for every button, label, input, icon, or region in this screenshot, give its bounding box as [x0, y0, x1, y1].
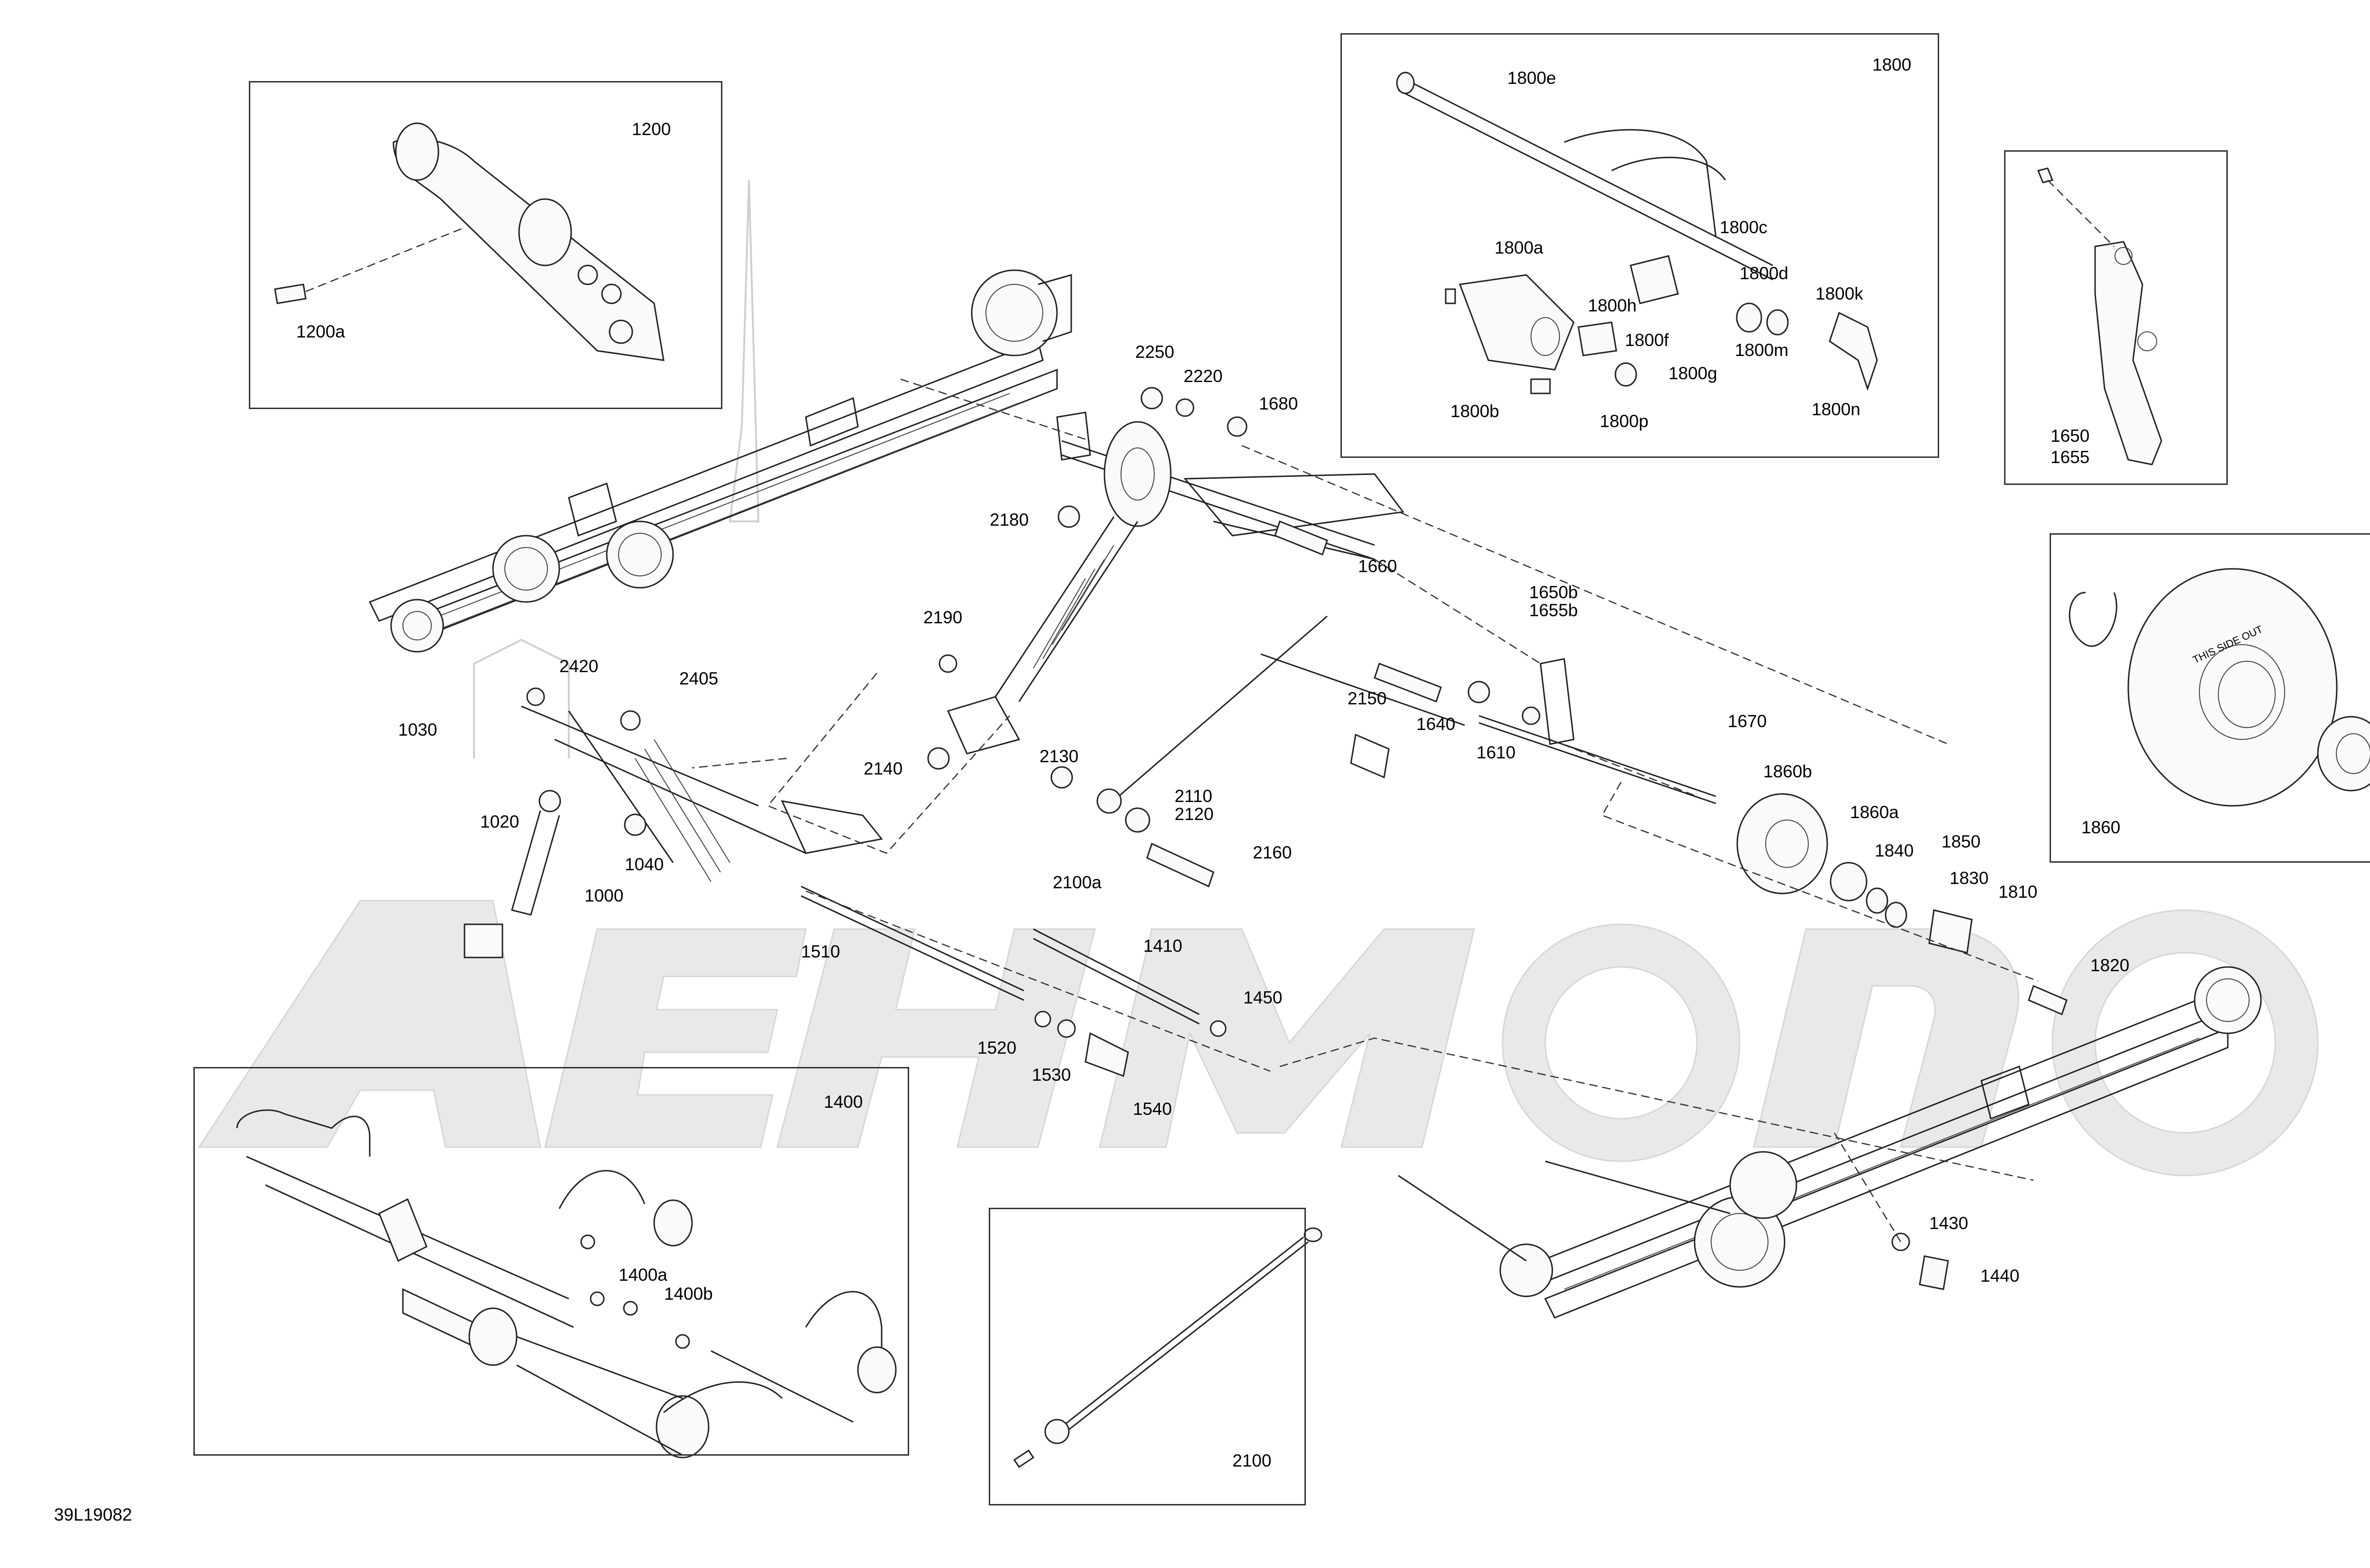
part-label: 2120	[1175, 804, 1214, 824]
inset-title-1200: 1200	[632, 119, 671, 139]
part-label: 1430	[1929, 1213, 1969, 1233]
part-label: 1655	[2051, 447, 2090, 467]
part-label: 1660	[1358, 556, 1397, 576]
left-rail	[368, 269, 1072, 653]
part-label: 1800d	[1740, 264, 1788, 283]
inset-box-2100	[989, 1208, 1306, 1505]
part-label: 1670	[1728, 711, 1767, 731]
part-label: 1680	[1259, 394, 1298, 413]
part-label: 2220	[1184, 366, 1223, 386]
inset-title-2100: 2100	[1232, 1451, 1272, 1470]
assembly-lines	[692, 378, 2039, 1242]
part-label: 2250	[1135, 342, 1175, 362]
part-label: 1530	[1032, 1065, 1071, 1085]
part-label: 1800e	[1507, 68, 1556, 88]
part-label: 1400a	[619, 1265, 667, 1285]
part-label: 1800a	[1495, 238, 1543, 257]
diagram-id: 39L19082	[54, 1505, 132, 1524]
inset-2100-art	[1013, 1227, 1322, 1468]
inset-title-1860: 1860	[2081, 818, 2121, 837]
part-label: 1610	[1477, 743, 1516, 762]
part-label: 1800c	[1720, 218, 1768, 237]
part-label: 1860b	[1763, 762, 1812, 781]
part-label: 1800g	[1668, 364, 1717, 383]
part-label: 1800f	[1625, 330, 1669, 350]
part-label: 1800m	[1735, 340, 1789, 360]
part-label: 1655b	[1529, 601, 1578, 620]
part-label: 1410	[1143, 936, 1183, 956]
part-label: 2130	[1039, 747, 1079, 766]
part-label: 1400b	[664, 1284, 713, 1304]
inset-1650-art	[2037, 167, 2162, 465]
part-label: 1800n	[1812, 400, 1860, 419]
part-label: 2180	[990, 510, 1029, 529]
part-label: 1510	[801, 942, 840, 961]
part-label: 1440	[1980, 1266, 2020, 1285]
part-label: 1540	[1133, 1099, 1172, 1119]
part-label: 1640	[1416, 714, 1456, 734]
inset-box-1800	[1340, 33, 1939, 458]
part-label: 1650b	[1529, 583, 1578, 602]
right-rail	[1398, 966, 2262, 1319]
part-label: 2420	[559, 656, 599, 676]
part-label: 1650	[2051, 426, 2090, 446]
part-label: 1200a	[296, 322, 345, 341]
inset-box-1400	[193, 1067, 909, 1456]
part-label: 2140	[864, 759, 903, 778]
part-label: 1820	[2090, 956, 2130, 975]
part-label: 2100a	[1053, 873, 1102, 892]
part-label: 1860a	[1850, 802, 1899, 822]
part-label: 1450	[1243, 988, 1283, 1007]
part-label: 1020	[480, 812, 520, 831]
inset-1860-art	[2069, 568, 2370, 807]
part-label: 2160	[1253, 843, 1292, 862]
inset-1200-art	[274, 122, 665, 361]
part-label: 1800k	[1815, 284, 1863, 303]
part-label: 1520	[977, 1038, 1017, 1057]
center-assembly	[464, 387, 2068, 1290]
inset-box-1650	[2004, 150, 2228, 485]
part-label: 2150	[1348, 689, 1387, 708]
part-label: 2405	[679, 669, 719, 688]
part-label: 1810	[1998, 882, 2038, 902]
watermark-logo	[198, 180, 2319, 1176]
inset-1400-art	[236, 1109, 897, 1459]
part-label: 1800h	[1588, 296, 1637, 315]
inset-title-1400: 1400	[824, 1092, 863, 1112]
part-label: 2110	[1175, 786, 1212, 806]
part-label: 1800p	[1600, 411, 1649, 431]
part-label: 1000	[584, 886, 624, 905]
inset-box-1200	[249, 81, 722, 409]
inset-1800-art	[1396, 72, 1878, 394]
part-label: 1830	[1950, 868, 1989, 888]
part-label: 1040	[625, 855, 664, 874]
part-label: 2190	[923, 608, 963, 627]
part-label: 1030	[398, 720, 438, 739]
part-label: 1850	[1942, 832, 1981, 851]
inset-title-1800: 1800	[1872, 55, 1912, 74]
inset-box-1860	[2050, 533, 2370, 863]
part-label: 1800b	[1450, 401, 1499, 421]
part-label: 1840	[1875, 841, 1914, 860]
